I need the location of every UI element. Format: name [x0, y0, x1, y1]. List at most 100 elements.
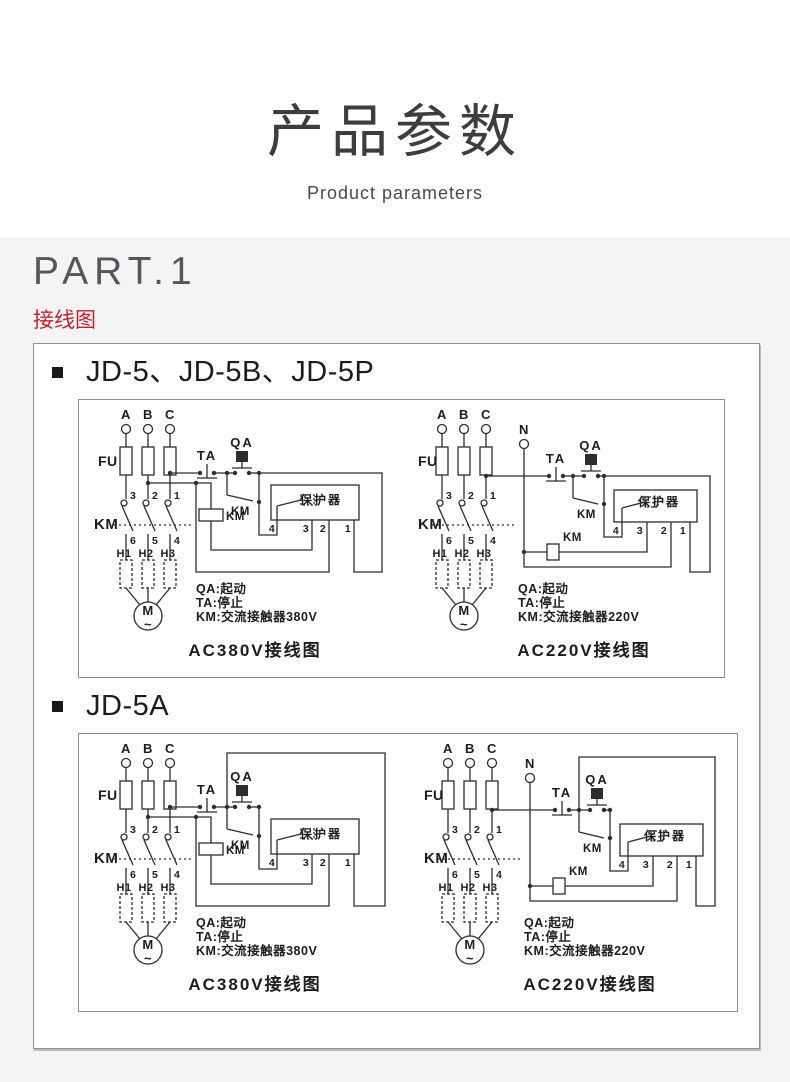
svg-text:A: A — [437, 407, 447, 422]
svg-text:TA: TA — [197, 782, 217, 797]
svg-text:1: 1 — [490, 490, 496, 502]
product-parameters-page: 产品参数 Product parameters PART.1 接线图 JD-5、… — [0, 0, 790, 1049]
svg-text:QA: QA — [230, 435, 254, 450]
contactor-coil-KM: KM — [524, 521, 648, 561]
svg-text:H2: H2 — [138, 882, 153, 894]
contactor-coil-KM: KM — [148, 482, 313, 551]
svg-text:C: C — [165, 741, 175, 756]
model-heading: JD-5、JD-5B、JD-5P — [86, 355, 375, 388]
svg-text:TA: TA — [552, 785, 572, 800]
svg-text:3: 3 — [303, 523, 309, 535]
svg-text:5: 5 — [474, 869, 480, 881]
svg-text:~: ~ — [144, 617, 152, 632]
contactor-coil-KM: KM — [148, 815, 313, 885]
svg-text:C: C — [481, 407, 491, 422]
svg-text:H1: H1 — [116, 882, 131, 894]
start-button-QA: QA — [579, 438, 601, 472]
svg-text:KM: KM — [94, 850, 118, 867]
svg-text:FU: FU — [98, 787, 118, 803]
svg-text:4: 4 — [496, 869, 502, 881]
svg-text:B: B — [143, 407, 153, 422]
svg-text:KM: KM — [418, 516, 442, 533]
svg-text:6: 6 — [446, 535, 452, 547]
svg-text:5: 5 — [468, 535, 474, 547]
svg-text:H1: H1 — [438, 882, 453, 894]
svg-text:A: A — [443, 741, 453, 756]
svg-text:QA:起动: QA:起动 — [196, 915, 246, 930]
svg-text:4: 4 — [269, 857, 275, 869]
svg-text:2: 2 — [320, 857, 326, 869]
svg-text:KM: KM — [577, 509, 596, 521]
svg-text:2: 2 — [474, 824, 480, 836]
svg-text:保护器: 保护器 — [299, 826, 342, 841]
svg-text:B: B — [459, 407, 469, 422]
svg-text:C: C — [165, 407, 175, 422]
control-circuit — [170, 751, 386, 907]
heaters: H1 H2 H3 — [116, 882, 177, 923]
svg-text:KM:交流接触器220V: KM:交流接触器220V — [524, 943, 645, 958]
svg-text:H3: H3 — [160, 548, 175, 560]
svg-text:TA:停止: TA:停止 — [196, 595, 243, 610]
neutral-line: N — [524, 756, 536, 886]
svg-text:QA:起动: QA:起动 — [196, 581, 246, 596]
svg-text:H3: H3 — [160, 882, 175, 894]
svg-text:~: ~ — [466, 951, 474, 966]
svg-text:5: 5 — [152, 535, 158, 547]
svg-text:M: M — [464, 937, 475, 952]
contactor-coil-KM: KM — [530, 855, 654, 895]
svg-text:1: 1 — [496, 824, 502, 836]
svg-text:TA:停止: TA:停止 — [518, 595, 565, 610]
svg-text:2: 2 — [152, 824, 158, 836]
junction-dots — [489, 807, 613, 888]
svg-text:C: C — [487, 741, 497, 756]
svg-text:A: A — [121, 741, 131, 756]
page-subtitle: Product parameters — [306, 183, 484, 203]
svg-text:KM: KM — [424, 850, 448, 867]
svg-text:4: 4 — [613, 525, 619, 537]
svg-text:KM: KM — [226, 845, 245, 857]
svg-text:M: M — [142, 603, 153, 618]
svg-text:AC220V接线图: AC220V接线图 — [523, 974, 656, 994]
svg-text:KM: KM — [226, 511, 245, 523]
svg-text:6: 6 — [452, 869, 458, 881]
svg-text:N: N — [519, 422, 529, 437]
svg-text:H2: H2 — [454, 548, 469, 560]
svg-text:KM: KM — [94, 516, 118, 533]
svg-text:H3: H3 — [482, 882, 497, 894]
junction-dots — [483, 473, 607, 554]
model-heading-row: JD-5A — [52, 690, 759, 723]
svg-text:TA: TA — [197, 448, 217, 463]
svg-text:FU: FU — [98, 453, 118, 469]
svg-text:6: 6 — [130, 869, 136, 881]
svg-text:M: M — [458, 603, 469, 618]
control-circuit — [486, 475, 711, 573]
svg-text:2: 2 — [468, 490, 474, 502]
svg-text:TA:停止: TA:停止 — [524, 929, 571, 944]
svg-text:1: 1 — [680, 525, 686, 537]
stop-button-TA: TA — [552, 785, 572, 816]
svg-text:B: B — [465, 741, 475, 756]
svg-text:~: ~ — [460, 617, 468, 632]
svg-text:A: A — [121, 407, 131, 422]
svg-text:~: ~ — [144, 951, 152, 966]
svg-text:3: 3 — [303, 857, 309, 869]
svg-text:QA: QA — [585, 772, 609, 787]
svg-text:N: N — [525, 756, 535, 771]
svg-text:1: 1 — [686, 859, 692, 871]
svg-text:AC220V接线图: AC220V接线图 — [517, 640, 650, 660]
svg-text:3: 3 — [130, 490, 136, 502]
svg-text:KM: KM — [583, 843, 602, 855]
svg-text:1: 1 — [174, 824, 180, 836]
